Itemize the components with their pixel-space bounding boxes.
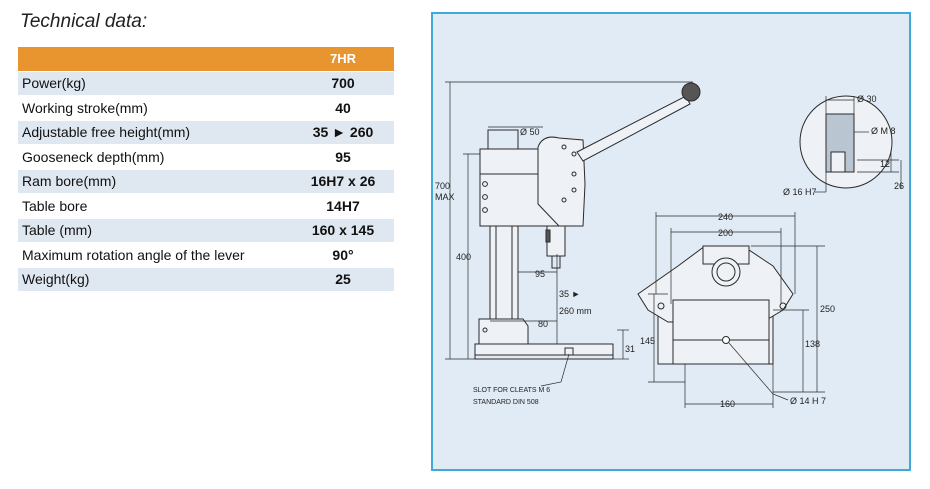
table-row: Ram bore(mm) 16H7 x 26: [18, 169, 394, 194]
header-model: 7HR: [292, 47, 394, 72]
dim-200-label: 200: [718, 228, 733, 238]
dim-250-label: 250: [820, 304, 835, 314]
row-label: Adjustable free height(mm): [18, 120, 292, 145]
table-row: Working stroke(mm) 40: [18, 95, 394, 121]
dim-diameter-30-label: Ø 30: [857, 94, 877, 104]
table-header: 7HR: [18, 47, 394, 72]
ram-detail-view: [799, 95, 893, 189]
table-row: Maximum rotation angle of the lever 90°: [18, 242, 394, 268]
row-value: 95: [292, 144, 394, 170]
dim-diameter-50-label: Ø 50: [520, 127, 540, 137]
row-value: 14H7: [292, 193, 394, 219]
table-row: Weight(kg) 25: [18, 267, 394, 292]
side-view-dimensions: [445, 81, 693, 387]
dim-145-label: 145: [640, 336, 655, 346]
row-label: Table bore: [18, 193, 292, 219]
table-row: Table (mm) 160 x 145: [18, 218, 394, 243]
dim-26-label: 26: [894, 181, 904, 191]
slot-note-line-1: SLOT FOR CLEATS M 6: [473, 387, 550, 394]
row-label: Weight(kg): [18, 267, 292, 292]
header-label-cell: [18, 47, 292, 72]
dim-260mm-label: 260 mm: [559, 306, 592, 316]
row-label: Maximum rotation angle of the lever: [18, 242, 292, 268]
technical-data-table: 7HR Power(kg) 700 Working stroke(mm) 40 …: [18, 47, 394, 292]
row-value: 90°: [292, 242, 394, 268]
row-label: Gooseneck depth(mm): [18, 144, 292, 170]
dim-95-label: 95: [535, 269, 545, 279]
dim-14h7-label: Ø 14 H 7: [790, 396, 826, 406]
row-label: Power(kg): [18, 71, 292, 96]
technical-drawing-panel: 700 MAX 400 Ø 50 95 35 ► 260 mm 80 31 SL…: [431, 12, 911, 471]
dim-700-label: 700: [435, 181, 450, 191]
row-value: 700: [292, 71, 394, 96]
row-label: Working stroke(mm): [18, 95, 292, 121]
top-view-dimensions: [648, 212, 825, 408]
table-row: Power(kg) 700: [18, 71, 394, 96]
dim-240-label: 240: [718, 212, 733, 222]
dim-max-label: MAX: [435, 192, 455, 202]
dim-80-label: 80: [538, 319, 548, 329]
slot-note-line-2: STANDARD DIN 508: [473, 399, 539, 406]
table-row: Adjustable free height(mm) 35 ► 260: [18, 120, 394, 145]
dim-400-label: 400: [456, 252, 471, 262]
row-value: 160 x 145: [292, 218, 394, 243]
row-value: 35 ► 260: [292, 120, 394, 145]
detail-dimensions: [815, 96, 902, 193]
dim-138-label: 138: [805, 339, 820, 349]
technical-drawing: 700 MAX 400 Ø 50 95 35 ► 260 mm 80 31 SL…: [435, 81, 904, 409]
row-label: Table (mm): [18, 218, 292, 243]
press-side-view: [474, 82, 701, 360]
row-value: 25: [292, 267, 394, 292]
dim-31-label: 31: [625, 344, 635, 354]
section-title: Technical data:: [20, 11, 148, 32]
row-value: 40: [292, 95, 394, 121]
table-row: Gooseneck depth(mm) 95: [18, 144, 394, 170]
dim-12-label: 12: [880, 159, 890, 169]
table-row: Table bore 14H7: [18, 193, 394, 219]
dim-16h7-label: Ø 16 H7: [783, 187, 817, 197]
dim-m8-label: Ø M 8: [871, 126, 896, 136]
dim-160-label: 160: [720, 399, 735, 409]
row-value: 16H7 x 26: [292, 169, 394, 194]
dim-35-label: 35 ►: [559, 289, 580, 299]
table-top-view: [637, 245, 794, 365]
row-label: Ram bore(mm): [18, 169, 292, 194]
